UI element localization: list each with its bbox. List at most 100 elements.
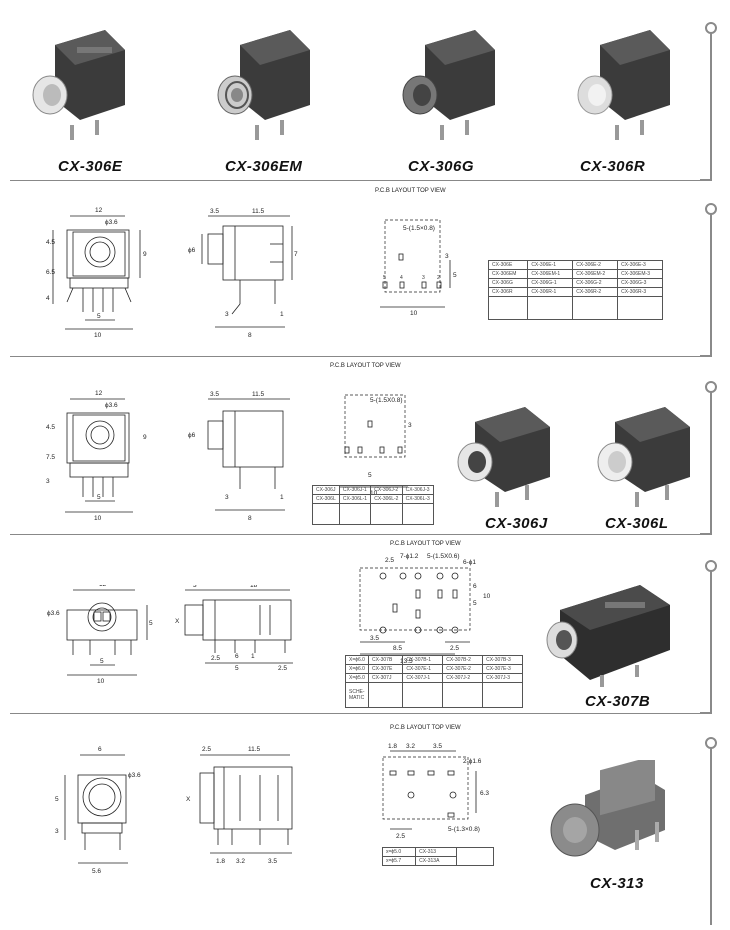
- pcb-layout-label: P.C.B LAYOUT TOP VIEW: [390, 541, 461, 547]
- table-cell: CX-307E-3: [482, 664, 523, 674]
- section-cx306-drawing: P.C.B LAYOUT TOP VIEW 12 ɸ3.6 4.5 6.5 4 …: [0, 182, 730, 357]
- pcb-dim: 10: [410, 310, 418, 317]
- table-cell: CX-307B-1: [402, 655, 444, 665]
- jack-photo-cx306em: [217, 30, 310, 140]
- dim-b: 5: [100, 658, 104, 665]
- dim-f: 10: [94, 332, 102, 339]
- dim-g: 3.5: [210, 391, 219, 398]
- frame-knob: [705, 560, 717, 572]
- jack-photo-cx306r: [577, 30, 670, 140]
- table-cell: CX-306G: [487, 278, 529, 288]
- table-cell: CX-307B-3: [482, 655, 523, 665]
- dim-x: X: [186, 796, 191, 803]
- table-cell: CX-306L-1: [338, 494, 372, 504]
- dim-d: 9: [143, 434, 147, 441]
- table-cell: CX-306EM-2: [572, 269, 619, 279]
- dim-h: 11.5: [252, 208, 265, 215]
- dim-hole: ɸ3.6: [105, 219, 118, 226]
- dim-width: 12: [99, 585, 107, 588]
- pcb-dim: 5: [368, 472, 372, 479]
- dim-h: 11.5: [252, 391, 265, 398]
- dim-c: 10: [97, 678, 105, 685]
- pcb-layout-drawing: 1.8 3.2 3.5 2-ɸ1.6 6.3 2.5 5-(1.3×0.8): [382, 743, 489, 840]
- dim-a: 4.5: [46, 239, 55, 246]
- section-cx307b: P.C.B LAYOUT TOP VIEW 12 ɸ3.6 5 5 10 3 1…: [0, 535, 730, 715]
- dim-j: 7: [294, 251, 298, 258]
- table-cell: CX-307J: [367, 673, 404, 683]
- dim-i: 5: [235, 665, 239, 672]
- dim-i: ɸ6: [188, 432, 196, 439]
- pcb-note: 3.5: [370, 635, 379, 642]
- table-cell: CX-306J: [312, 485, 340, 495]
- front-view-drawing: 12 ɸ3.6 4.5 7.5 3 9 5 10: [46, 390, 147, 522]
- pcb-note: 5-(1.5X0.8): [370, 397, 403, 404]
- schematic-cell: [456, 847, 494, 866]
- frame-knob: [705, 381, 717, 393]
- table-cell: CX-306G-2: [572, 278, 619, 288]
- dim-h: 1: [251, 653, 255, 660]
- section-cx313: P.C.B LAYOUT TOP VIEW 6 ɸ3.6 5 3 5.6 2.5…: [0, 715, 730, 930]
- frame-rail: [710, 210, 712, 356]
- section-divider: [10, 356, 710, 357]
- table-cell: CX-306J-3: [401, 485, 435, 495]
- front-view-drawing: 12 ɸ3.6 5 5 10: [47, 585, 153, 685]
- frame-rail: [710, 745, 712, 925]
- pcb-note: 5-(1.3×0.8): [448, 826, 480, 833]
- table-cell: CX-307J-2: [442, 673, 484, 683]
- model-label: CX-306R: [580, 158, 646, 175]
- jack-photo-cx306l: [597, 407, 690, 507]
- table-cell: CX-306EM: [487, 269, 529, 279]
- schematic-cell: [370, 503, 403, 525]
- pcb-layout-label: P.C.B LAYOUT TOP VIEW: [390, 725, 461, 731]
- section-divider: [10, 713, 710, 714]
- jack-photo-cx307b: [546, 585, 670, 687]
- table-cell: CX-306R: [487, 287, 529, 297]
- pcb-note: 3.5: [433, 743, 442, 750]
- pcb-note: 5-(1.5×0.8): [403, 225, 435, 232]
- section-divider: [10, 534, 710, 535]
- schematic-cell: [338, 503, 372, 525]
- dim-f: 10: [94, 515, 102, 522]
- table-cell: CX-307J-1: [402, 673, 444, 683]
- schematic-cell: [401, 503, 435, 525]
- frame-tick: [700, 712, 712, 714]
- pcb-note: 1.8: [388, 743, 397, 750]
- table-cell: CX-306R-3: [617, 287, 663, 297]
- section-cx306jl: P.C.B LAYOUT TOP VIEW 12 ɸ3.6 4.5 7.5 3 …: [0, 357, 730, 535]
- section-divider: [10, 180, 710, 181]
- table-cell: CX-306EM-1: [527, 269, 574, 279]
- dim-k: 3: [225, 494, 229, 501]
- pcb-layout-drawing: 2.5 7-ɸ1.2 5-(1.5X0.6) 6-ɸ1 6 5 10 3.5 8…: [359, 553, 491, 665]
- model-label: CX-306J: [485, 515, 548, 532]
- dim-g: 3.2: [236, 858, 245, 865]
- pcb-note: 6: [473, 583, 477, 590]
- schematic-cell: [367, 682, 404, 708]
- dim-l: 1: [280, 494, 284, 501]
- dim-e: 11.5: [248, 746, 261, 753]
- table-cell: CX-306L-2: [370, 494, 403, 504]
- table-cell: CX-306R-2: [572, 287, 619, 297]
- dim-b: 6.5: [46, 269, 55, 276]
- dim-d: 3: [193, 585, 197, 589]
- dim-m: 8: [248, 332, 252, 339]
- side-view-drawing: 3.5 11.5 ɸ6 3 1 8: [188, 391, 290, 522]
- pcb-note: 8.5: [393, 645, 402, 652]
- table-cell: X=ɸ5.0: [345, 673, 369, 683]
- frame-tick: [700, 533, 712, 535]
- pin-label: 2: [437, 275, 440, 281]
- dim-g: 6: [235, 653, 239, 660]
- jack-photo-cx306e: [32, 30, 125, 140]
- dim-i: ɸ6: [188, 247, 196, 254]
- table-cell: X=ɸ6.0: [345, 655, 369, 665]
- dim-e: 18: [250, 585, 258, 589]
- model-label: CX-306E: [58, 158, 123, 175]
- side-view-drawing: 3 18 X 2.5 6 1 5 2.5: [175, 585, 293, 672]
- model-label: CX-306G: [408, 158, 475, 175]
- dim-hole: ɸ3.6: [105, 402, 118, 409]
- dim-b: 3: [55, 828, 59, 835]
- schematic-cell: [487, 296, 529, 320]
- dim-f: 1.8: [216, 858, 225, 865]
- section-cx306-photos: CX-306E CX-306EM CX-306G CX-306R: [0, 0, 730, 182]
